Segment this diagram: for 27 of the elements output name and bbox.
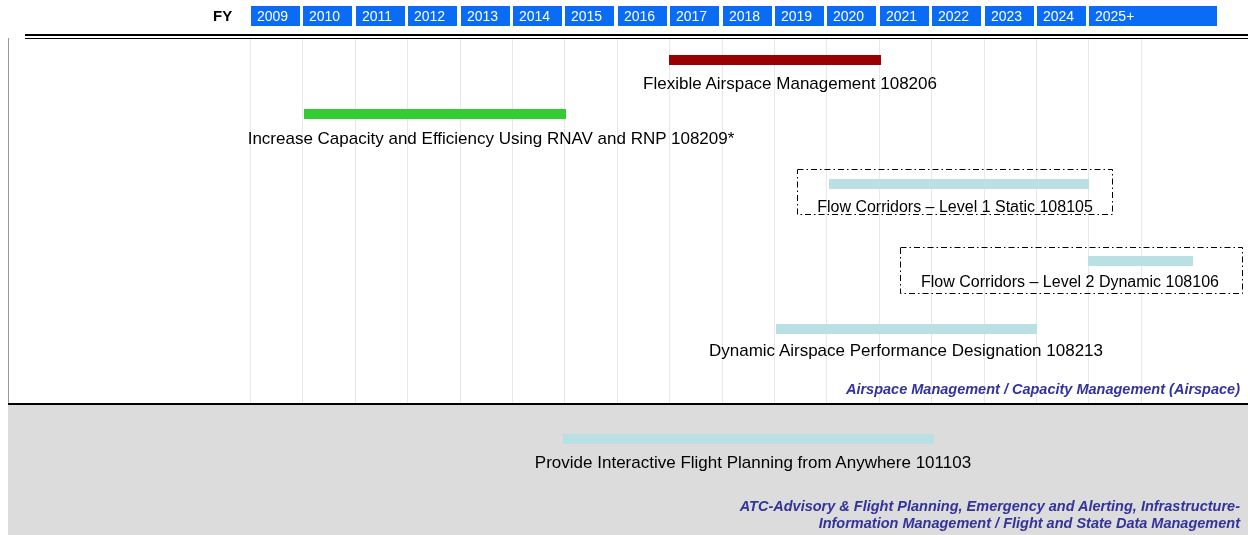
year-header: 2016 [618,6,667,26]
lane-title: ATC-Advisory & Flight Planning, Emergency and Alerting, Infrastructure- Information Management / Flight and State Data Management [738,498,1240,532]
year-header: 2019 [775,6,824,26]
activity-label: Increase Capacity and Efficiency Using RNAV and RNP 108209* [247,129,735,149]
year-header: 2012 [408,6,457,26]
year-header: 2010 [303,6,352,26]
year-header: 2022 [932,6,981,26]
year-header: 2011 [356,6,405,26]
year-header: 2014 [513,6,562,26]
year-header: 2017 [670,6,719,26]
year-header: 2021 [880,6,929,26]
activity-label: Provide Interactive Flight Planning from Anywhere 101103 [534,453,972,473]
activity-label: Flexible Airspace Management 108206 [643,74,937,94]
axis-label: FY [213,6,233,26]
lane-title: Airspace Management / Capacity Management (Airspace) [844,381,1240,398]
year-header: 2015 [565,6,614,26]
swimlane-panel [8,403,1248,535]
year-header: 2024 [1037,6,1086,26]
activity-label: Flow Corridors – Level 2 Dynamic 108106 [921,272,1219,292]
year-header: 2018 [723,6,772,26]
activity-label: Dynamic Airspace Performance Designation 108213 [709,341,1103,361]
year-header: 2020 [827,6,876,26]
year-header: 2025+ [1089,6,1217,26]
year-header: 2013 [461,6,510,26]
activity-label: Flow Corridors – Level 1 Static 108105 [817,197,1093,217]
year-header: 2023 [985,6,1034,26]
year-header: 2009 [251,6,300,26]
